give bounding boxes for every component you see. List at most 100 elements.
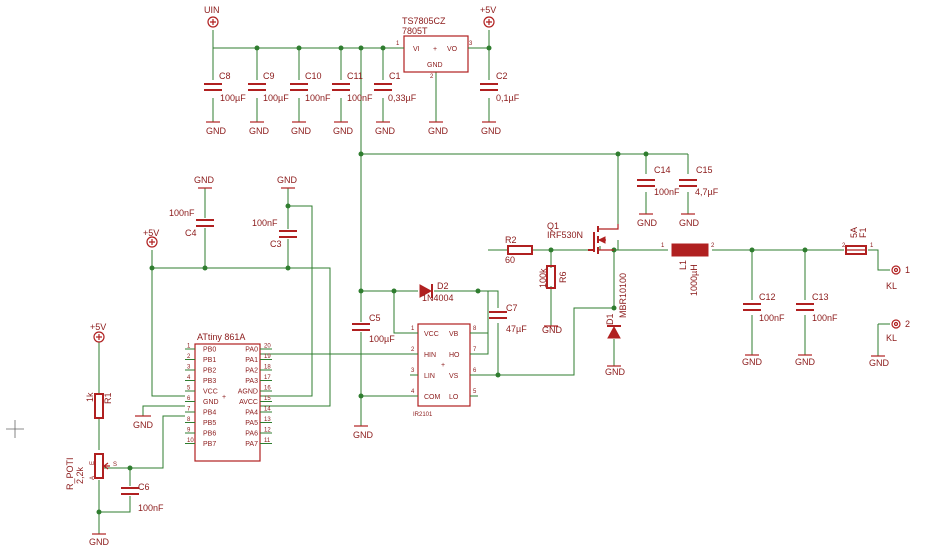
mcu-pin-number: 19 xyxy=(264,354,271,360)
svg-text:F1: F1 xyxy=(858,227,868,238)
svg-text:2: 2 xyxy=(842,243,846,249)
svg-text:S: S xyxy=(113,462,117,468)
gnd-c4: GND xyxy=(194,175,215,189)
gnd-d1: GND xyxy=(605,365,626,377)
terminal-kl2: 2 KL xyxy=(886,319,910,343)
svg-text:8: 8 xyxy=(473,326,477,332)
svg-text:GND: GND xyxy=(428,126,449,136)
plus5v-supply-left: +5V xyxy=(143,228,159,248)
gnd-c1: GND xyxy=(375,121,396,136)
svg-text:COM: COM xyxy=(424,394,441,401)
svg-text:GND: GND xyxy=(206,126,227,136)
svg-text:IRF530N: IRF530N xyxy=(547,230,583,240)
mcu-pin-number: 8 xyxy=(187,417,191,423)
svg-text:C2: C2 xyxy=(496,71,508,81)
svg-text:100nF: 100nF xyxy=(138,503,164,513)
mcu-pin-number: 1 xyxy=(187,344,191,350)
svg-text:GND: GND xyxy=(333,126,354,136)
wires xyxy=(98,30,890,534)
mcu-pin-name: PA7 xyxy=(245,441,258,448)
svg-text:L1: L1 xyxy=(678,260,688,270)
svg-text:GND: GND xyxy=(679,218,700,228)
svg-text:3: 3 xyxy=(411,368,415,374)
mcu-pin-number: 11 xyxy=(264,438,271,444)
svg-text:GND: GND xyxy=(133,420,154,430)
gnd-c3: GND xyxy=(277,175,298,189)
capacitor-c1: C1 0,33µF xyxy=(374,71,417,103)
svg-text:5A: 5A xyxy=(849,227,859,238)
svg-text:GND: GND xyxy=(353,430,374,440)
svg-text:HO: HO xyxy=(449,352,460,359)
svg-text:E: E xyxy=(90,461,96,465)
svg-text:3: 3 xyxy=(469,41,473,47)
svg-text:C13: C13 xyxy=(812,292,829,302)
svg-text:VS: VS xyxy=(449,373,459,380)
svg-text:C1: C1 xyxy=(389,71,401,81)
plus5v-label: +5V xyxy=(90,322,106,332)
capacitor-c2: C20,1µF xyxy=(480,71,520,103)
svg-text:GND: GND xyxy=(249,126,270,136)
svg-text:1: 1 xyxy=(661,243,665,249)
svg-text:C3: C3 xyxy=(270,239,282,249)
capacitor-c5: C5 100µF xyxy=(352,313,395,344)
driver-name: IR2101 xyxy=(413,412,433,418)
svg-text:TS7805CZ: TS7805CZ xyxy=(402,16,446,26)
plus5v-label: +5V xyxy=(480,5,496,15)
svg-text:C8: C8 xyxy=(219,71,231,81)
svg-text:C5: C5 xyxy=(369,313,381,323)
gnd-c2: GND xyxy=(481,121,502,136)
svg-text:KL: KL xyxy=(886,281,897,291)
mcu-pin-number: 20 xyxy=(264,344,271,350)
svg-text:GND: GND xyxy=(481,126,502,136)
gnd-mcu: GND xyxy=(133,415,154,430)
mcu-pin-name: AVCC xyxy=(239,399,258,406)
svg-text:100µF: 100µF xyxy=(369,334,395,344)
capacitor-c14: C14 100nF xyxy=(637,165,680,197)
svg-text:100nF: 100nF xyxy=(252,218,278,228)
gnd-kl2: GND xyxy=(869,355,890,368)
mcu-pin-number: 9 xyxy=(187,428,191,434)
mcu-pin-name: PB0 xyxy=(203,347,216,354)
gnd-c5: GND xyxy=(353,425,374,440)
mcu-name: ATtiny 861A xyxy=(197,332,245,342)
mcu-pin-number: 2 xyxy=(187,354,191,360)
svg-text:GND: GND xyxy=(637,218,658,228)
gnd-c14: GND xyxy=(637,213,658,228)
svg-text:Q1: Q1 xyxy=(547,221,559,231)
svg-text:100µF: 100µF xyxy=(263,93,289,103)
plus5v-supply-pot: +5V xyxy=(90,322,106,343)
svg-text:6: 6 xyxy=(473,368,477,374)
terminal-kl1: 1 KL xyxy=(886,265,910,291)
svg-text:GND: GND xyxy=(742,357,763,367)
svg-text:D1: D1 xyxy=(605,313,615,325)
svg-text:C14: C14 xyxy=(654,165,671,175)
crosshair-cursor-icon xyxy=(6,420,24,438)
svg-text:0,33µF: 0,33µF xyxy=(388,93,417,103)
svg-text:R_POTI: R_POTI xyxy=(65,457,75,490)
svg-text:GND: GND xyxy=(427,62,443,69)
svg-text:GND: GND xyxy=(542,325,563,335)
svg-text:1: 1 xyxy=(411,326,415,332)
svg-text:GND: GND xyxy=(277,175,298,185)
svg-text:C15: C15 xyxy=(696,165,713,175)
svg-text:100nF: 100nF xyxy=(654,187,680,197)
svg-text:A: A xyxy=(90,476,96,480)
svg-text:100nF: 100nF xyxy=(759,313,785,323)
svg-text:R1: R1 xyxy=(103,392,113,404)
svg-text:VI: VI xyxy=(413,46,420,53)
svg-text:C12: C12 xyxy=(759,292,776,302)
mcu-pin-number: 13 xyxy=(264,417,271,423)
svg-text:2,2k: 2,2k xyxy=(75,466,85,484)
gnd-pot: GND xyxy=(89,533,110,547)
mcu-pin-name: PB3 xyxy=(203,378,216,385)
svg-text:+: + xyxy=(433,46,437,53)
svg-text:2: 2 xyxy=(411,347,415,353)
svg-text:2: 2 xyxy=(905,319,910,329)
potentiometer-r-poti: R_POTI 2,2k E A S xyxy=(65,453,117,490)
mcu-pin-number: 14 xyxy=(264,407,271,413)
